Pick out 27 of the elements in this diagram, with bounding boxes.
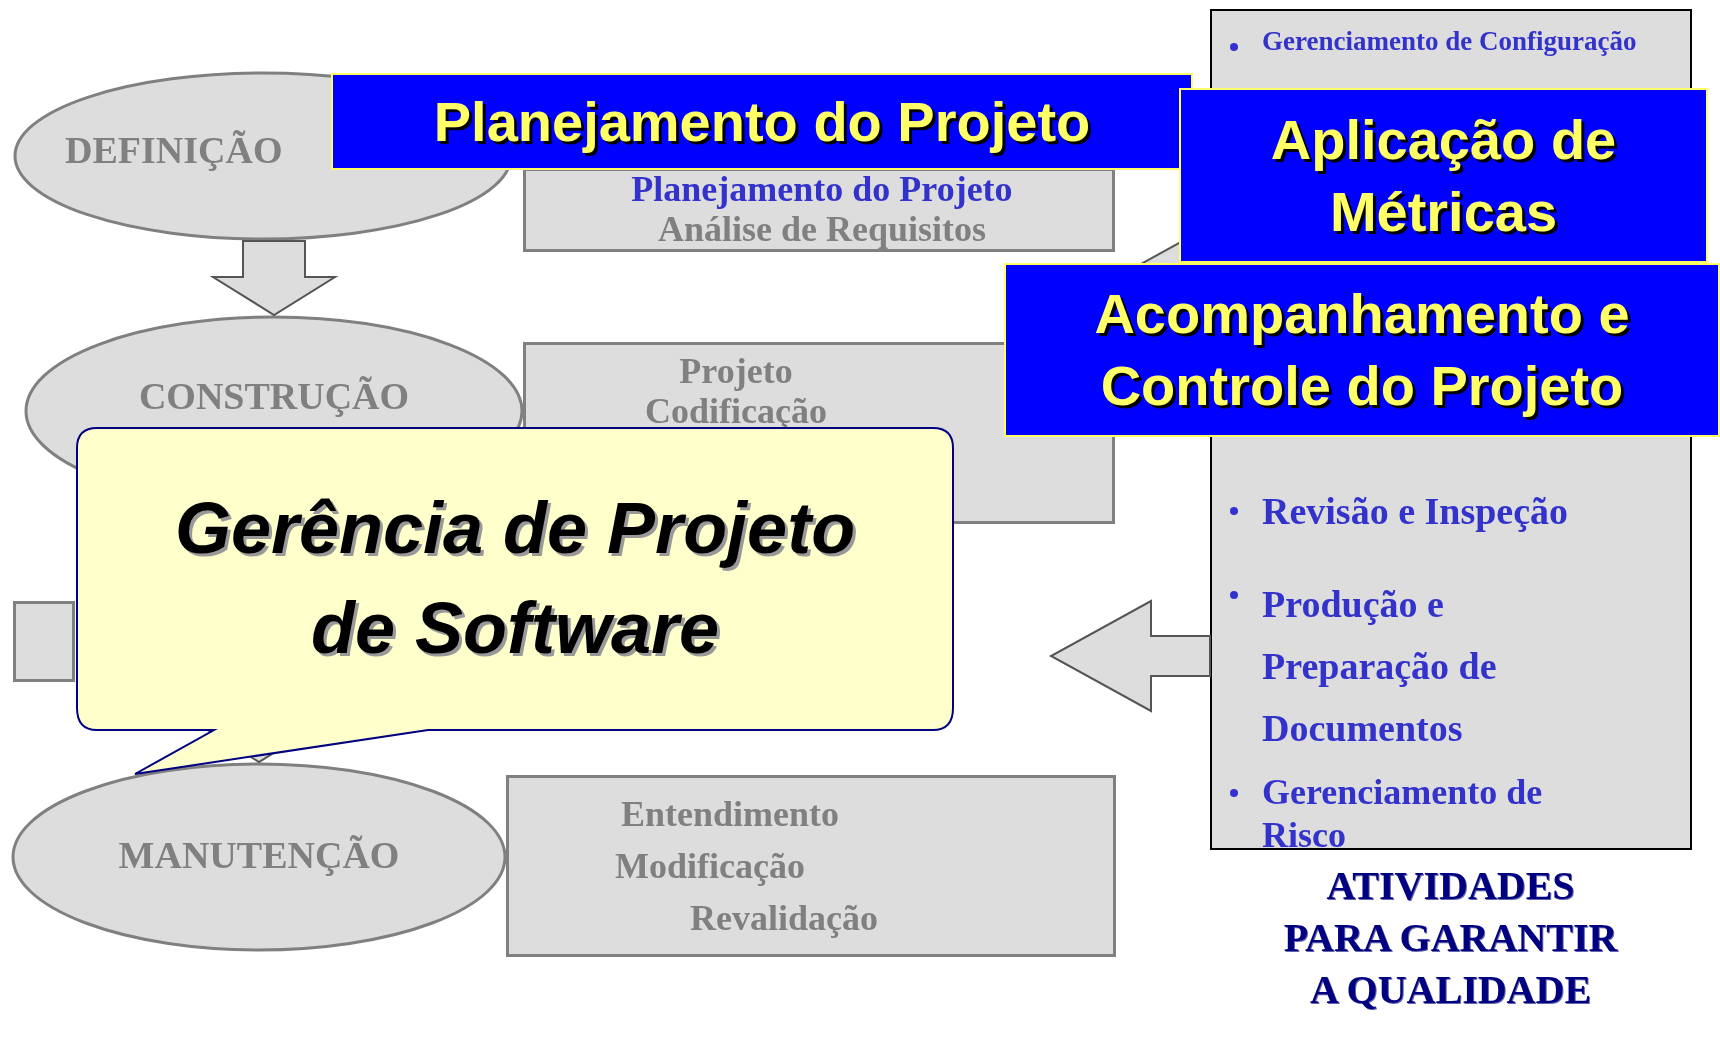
activity-item: Produção e Preparação de Documentos — [1262, 582, 1498, 751]
banner-title: Planejamento do Projeto — [433, 88, 1091, 155]
stage-label: DEFINIÇÃO — [65, 129, 283, 171]
activity-text: Planejamento do Projeto — [630, 169, 1014, 209]
activity-text: Modificação — [615, 846, 805, 886]
activity-box — [523, 168, 1115, 252]
activity-text: Codificação — [644, 391, 828, 431]
activity-item: Revisão e Inspeção — [1262, 489, 1570, 534]
block-arrow — [1048, 599, 1211, 713]
title-banner — [1004, 263, 1720, 437]
stage-label: CONSTRUÇÃO — [137, 375, 411, 417]
activity-text: Entendimento — [621, 794, 840, 834]
block-arrow — [209, 240, 339, 317]
activity-item: Gerenciamento de Configuração — [1262, 25, 1638, 58]
phase-bar — [13, 601, 75, 682]
title-banner — [331, 73, 1193, 170]
callout-title: Gerência de Projeto de Software — [173, 487, 857, 670]
stage-label: MANUTENÇÃO — [117, 834, 401, 876]
activity-text: Projeto — [678, 351, 794, 391]
activity-text: Análise de Requisitos — [656, 209, 987, 249]
panel-caption: ATIVIDADES PARA GARANTIR A QUALIDADE — [1282, 862, 1619, 1014]
title-banner — [1179, 88, 1708, 263]
activity-item: Gerenciamento de Risco — [1262, 771, 1544, 858]
activity-box — [506, 775, 1116, 957]
banner-title: Acompanhamento e Controle do Projeto — [1093, 281, 1631, 419]
banner-title: Aplicação de Métricas — [1269, 106, 1618, 245]
activity-text: Revalidação — [690, 898, 878, 938]
